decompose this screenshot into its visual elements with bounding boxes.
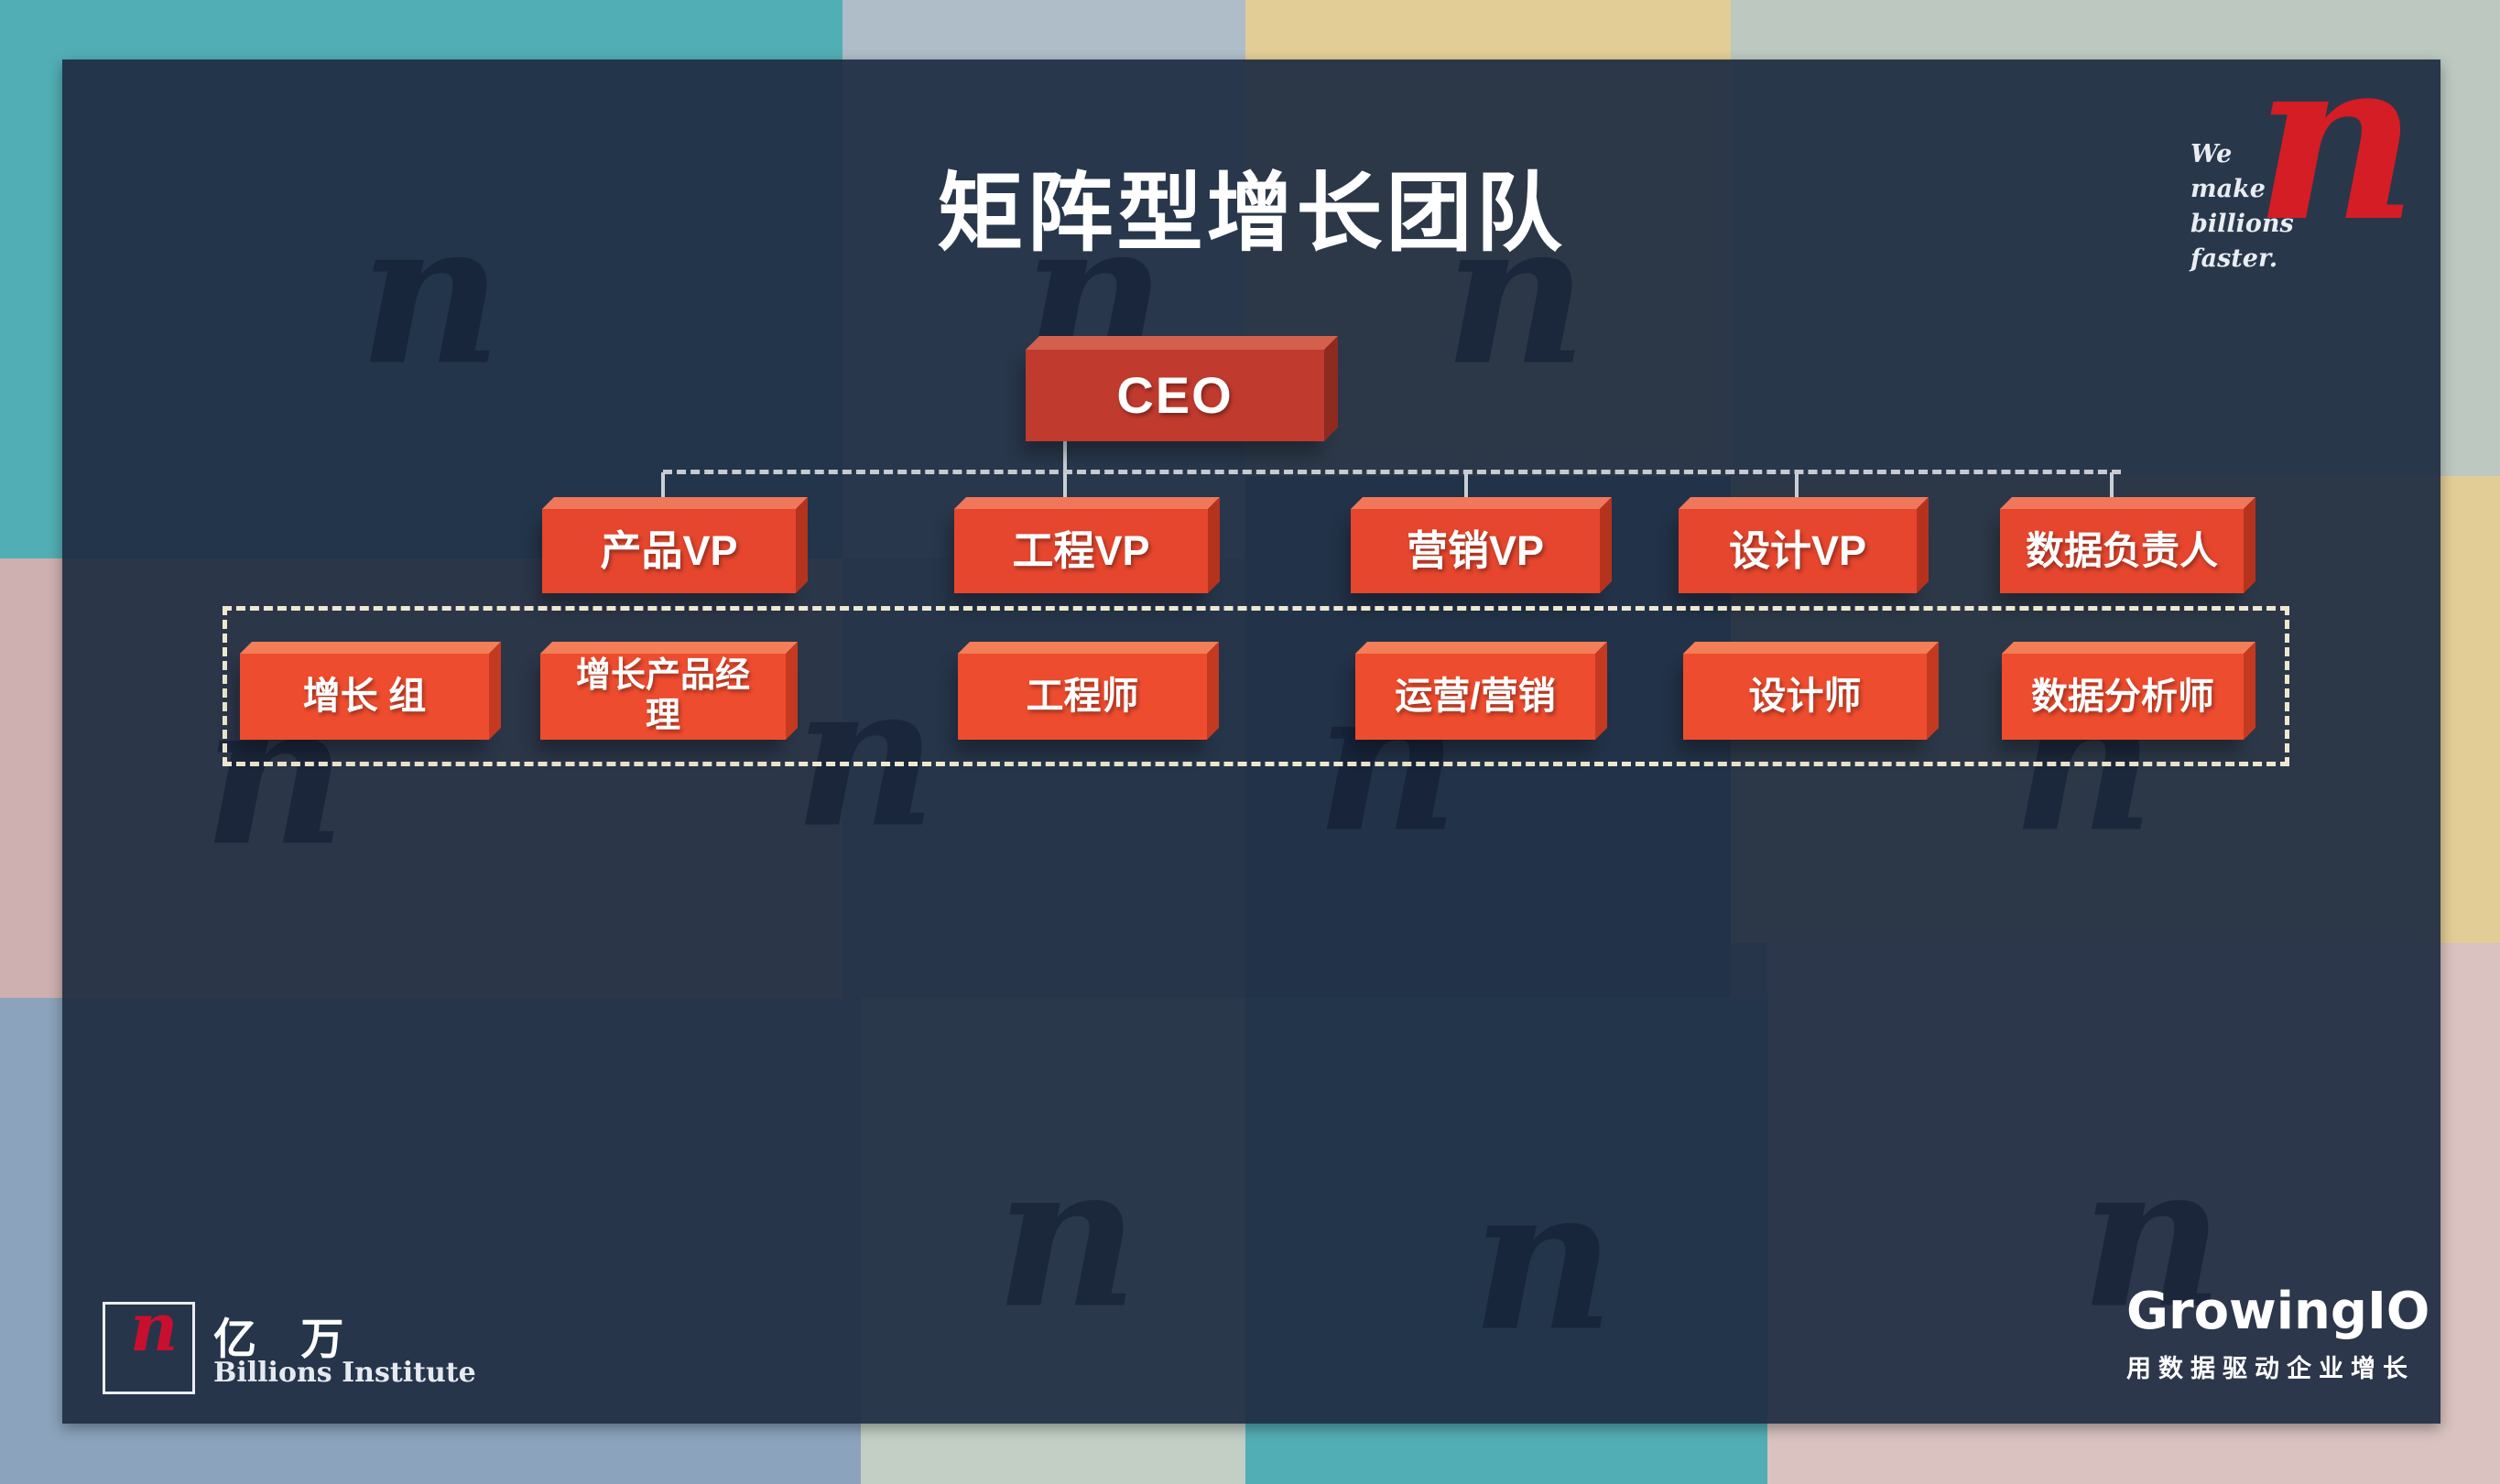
- role-box-designer: 设计师: [1683, 654, 1927, 740]
- role-box-growth-team: 增长 组: [240, 654, 489, 740]
- vp-box-design-label: 设计VP: [1728, 527, 1867, 575]
- role-box-designer-label: 设计师: [1748, 675, 1862, 718]
- role-box-growth-team-label: 增长 组: [302, 675, 427, 718]
- vp-box-data-lead-label: 数据负责人: [2025, 528, 2218, 572]
- vp-box-data-lead: 数据负责人: [2000, 509, 2244, 593]
- billions-name-cn: 亿 万: [213, 1315, 359, 1365]
- role-box-ops-marketing-label: 运营/营销: [1395, 675, 1556, 718]
- role-box-data-analyst-label: 数据分析师: [2031, 677, 2214, 717]
- tagline-line: make: [2190, 175, 2266, 203]
- watermark-n-icon: n: [1471, 1143, 1615, 1375]
- growingio-slogan: 用数据驱动企业增长: [2126, 1355, 2415, 1382]
- growingio-logo: GrowingIO 用数据驱动企业增长: [2126, 1282, 2430, 1384]
- matrix-zone-dashed-border: [223, 606, 2289, 766]
- org-box-ceo: CEO: [1026, 350, 1324, 441]
- connector-drop: [1795, 472, 1799, 511]
- vp-box-product-label: 产品VP: [600, 527, 738, 575]
- billions-logo-frame: [103, 1302, 195, 1394]
- vp-box-engineering: 工程VP: [954, 509, 1208, 593]
- watermark-n-icon: n: [995, 1120, 1139, 1352]
- slide-background: n n n n n n n n n n 矩阵型增长团队 We make bill…: [62, 27, 2440, 1424]
- tagline-line: faster.: [2190, 244, 2278, 273]
- vp-box-marketing: 营销VP: [1351, 509, 1600, 593]
- connector-drop: [661, 472, 665, 511]
- role-box-ops-marketing: 运营/营销: [1355, 654, 1595, 740]
- brand-n-icon: n: [2255, 7, 2418, 271]
- role-box-engineer-label: 工程师: [1026, 675, 1139, 718]
- vp-box-design: 设计VP: [1679, 509, 1917, 593]
- connector-drop: [1063, 472, 1067, 511]
- vp-box-engineering-label: 工程VP: [1012, 527, 1150, 575]
- role-box-growth-pm: 增长产品经理: [540, 654, 786, 740]
- tagline-line: billions: [2190, 210, 2294, 238]
- role-box-engineer: 工程师: [958, 654, 1207, 740]
- connector-drop: [1464, 472, 1468, 511]
- org-box-ceo-label: CEO: [1116, 365, 1234, 424]
- vp-box-product: 产品VP: [542, 509, 796, 593]
- billions-n-icon: n: [130, 1288, 179, 1366]
- slide-title: 矩阵型增长团队: [937, 165, 1566, 261]
- connector-horizontal-dashed: [663, 470, 2121, 474]
- connector-ceo-drop: [1063, 441, 1067, 474]
- tagline-line: We: [2190, 140, 2233, 168]
- growingio-brand-text: GrowingIO: [2126, 1282, 2430, 1341]
- billions-name-en: Billions Institute: [213, 1357, 476, 1389]
- connector-drop: [2110, 472, 2114, 511]
- vp-box-marketing-label: 营销VP: [1406, 527, 1545, 575]
- role-box-growth-pm-label: 增长产品经理: [575, 656, 750, 735]
- role-box-data-analyst: 数据分析师: [2002, 654, 2244, 740]
- brand-tagline: We make billions faster.: [2190, 137, 2294, 276]
